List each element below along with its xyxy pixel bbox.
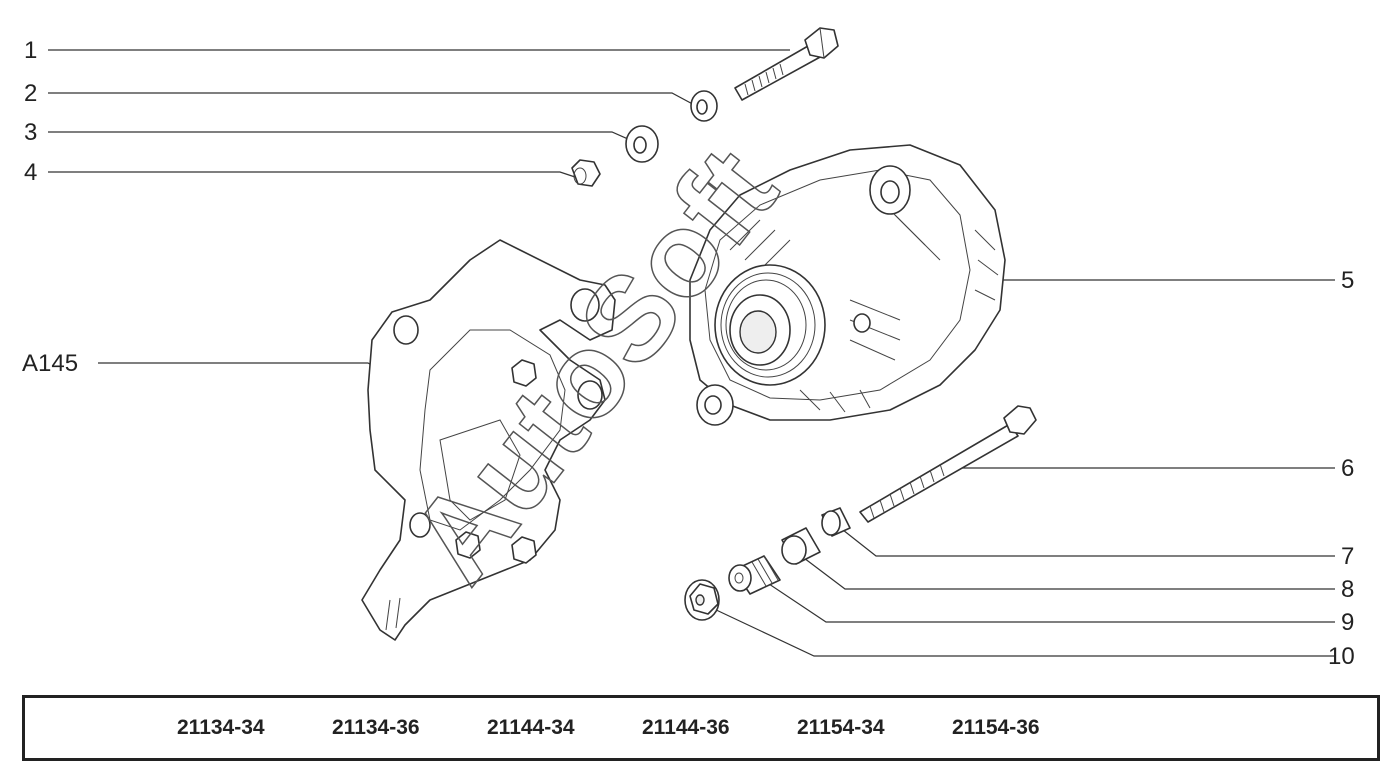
part-5-alternator bbox=[689, 144, 1006, 426]
leader-lines bbox=[48, 49, 1335, 657]
leader-line-9 bbox=[759, 577, 1335, 623]
leader-line-a145 bbox=[98, 362, 381, 371]
part-7-sleeve bbox=[821, 507, 851, 537]
leader-line-7 bbox=[842, 529, 1335, 557]
part-number-list: 21134-34 21134-36 21144-34 21144-36 2115… bbox=[177, 716, 1107, 740]
part-2-spring-washer bbox=[690, 90, 718, 122]
callout-labels: 1 2 3 4 A145 5 6 7 8 9 10 bbox=[22, 37, 1355, 670]
leader-line-10 bbox=[711, 607, 1335, 657]
callout-8: 8 bbox=[1341, 576, 1354, 603]
callout-6: 6 bbox=[1341, 455, 1354, 482]
part-4-nut bbox=[571, 159, 601, 187]
callout-2: 2 bbox=[24, 80, 37, 107]
leader-line-8 bbox=[799, 554, 1335, 590]
part-10-flange-nut bbox=[684, 579, 720, 621]
part-1-bolt bbox=[734, 27, 839, 101]
part-number: 21154-34 bbox=[797, 716, 885, 739]
bracket-a145 bbox=[361, 239, 616, 641]
callout-7: 7 bbox=[1341, 543, 1354, 570]
part-number: 21144-36 bbox=[642, 716, 730, 739]
part-number: 21134-34 bbox=[177, 716, 265, 739]
part-6-long-bolt bbox=[859, 405, 1037, 523]
leader-line-2 bbox=[48, 92, 701, 109]
callout-a145: A145 bbox=[22, 350, 78, 377]
leader-line-3 bbox=[48, 131, 638, 144]
applicability-box: 21134-34 21134-36 21144-34 21144-36 2115… bbox=[22, 695, 1380, 761]
callout-9: 9 bbox=[1341, 609, 1354, 636]
part-8-bushing bbox=[781, 527, 821, 565]
leader-line-4 bbox=[48, 171, 579, 179]
callout-4: 4 bbox=[24, 159, 37, 186]
part-number: 21134-36 bbox=[332, 716, 420, 739]
part-9-threaded-bushing bbox=[728, 555, 781, 595]
callout-10: 10 bbox=[1328, 643, 1355, 670]
callout-1: 1 bbox=[24, 37, 37, 64]
part-3-flat-washer bbox=[625, 125, 659, 163]
part-number: 21154-36 bbox=[952, 716, 1040, 739]
callout-5: 5 bbox=[1341, 267, 1354, 294]
part-number: 21144-34 bbox=[487, 716, 575, 739]
callout-3: 3 bbox=[24, 119, 37, 146]
